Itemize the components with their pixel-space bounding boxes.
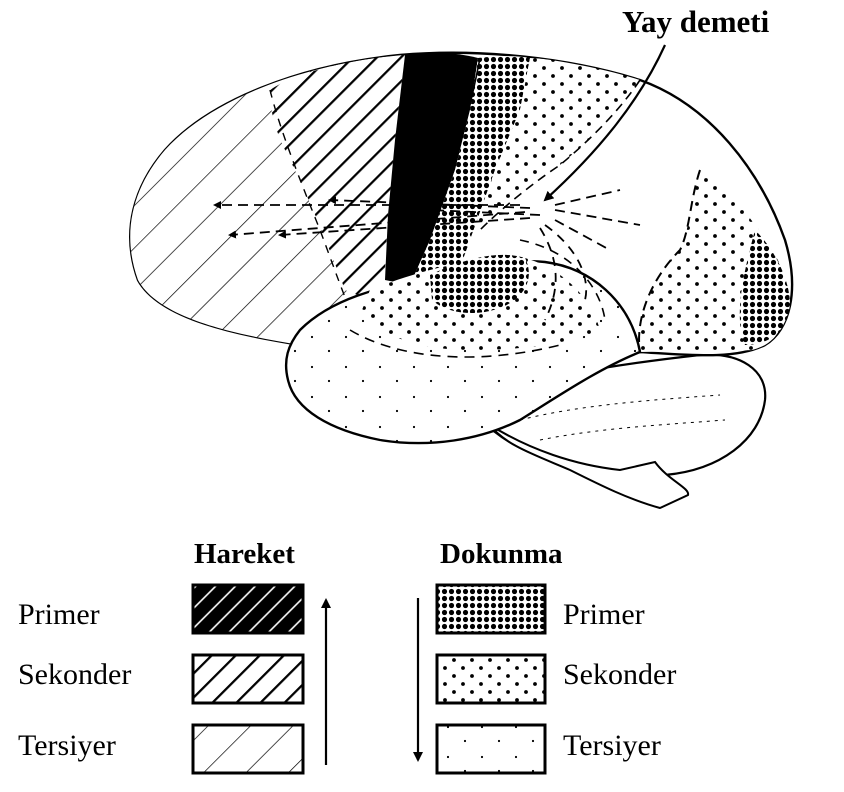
swatch-touch-secondary [437, 655, 545, 703]
swatch-touch-primary [437, 585, 545, 633]
swatch-movement-tertiary [193, 725, 303, 773]
swatch-touch-tertiary [437, 725, 545, 773]
legend-label-touch-primary: Primer [563, 600, 645, 630]
legend-label-touch-secondary: Sekonder [563, 660, 676, 690]
legend-label-touch-tertiary: Tersiyer [563, 731, 661, 761]
legend-header-movement: Hareket [194, 540, 295, 569]
callout-label: Yay demeti [622, 6, 769, 37]
legend-label-movement-primary: Primer [18, 600, 100, 630]
swatch-movement-secondary [193, 655, 303, 703]
swatch-movement-primary [193, 585, 303, 633]
legend-label-movement-tertiary: Tersiyer [18, 731, 116, 761]
legend-label-movement-secondary: Sekonder [18, 660, 131, 690]
legend-header-touch: Dokunma [440, 540, 563, 569]
